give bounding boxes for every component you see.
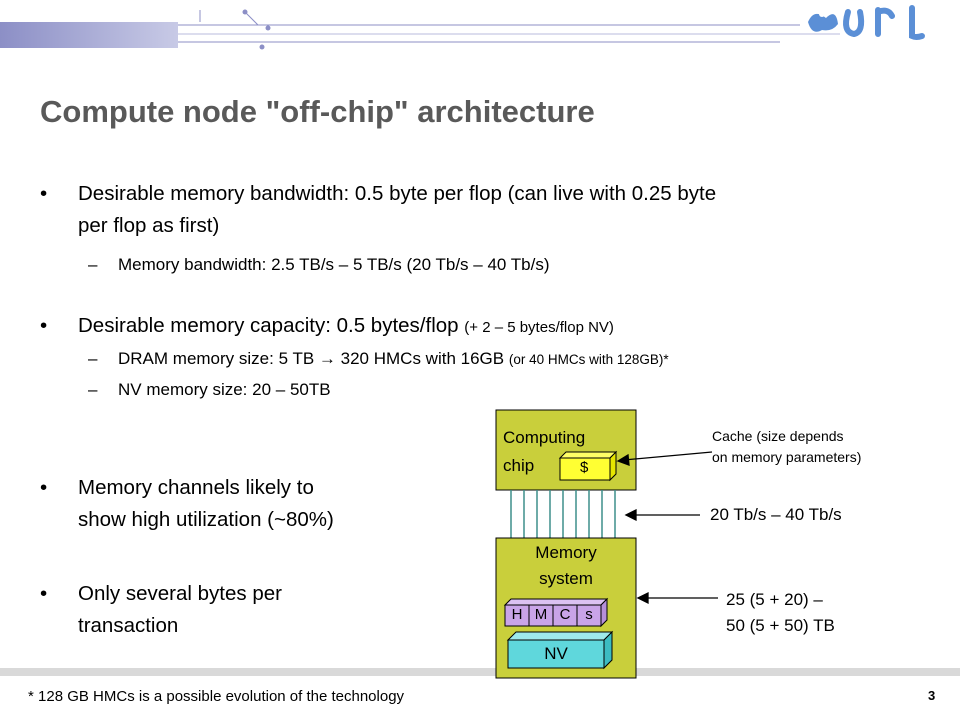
- sub-bullet-text: DRAM memory size: 5 TB: [118, 349, 315, 368]
- bullet-bandwidth: • Desirable memory bandwidth: 0.5 byte p…: [40, 178, 920, 242]
- bullet-text: Only several bytes per: [78, 582, 282, 605]
- hmc-letter: C: [559, 606, 571, 623]
- memory-channels: [510, 490, 616, 538]
- capacity-note-line2: 50 (5 + 50) TB: [726, 616, 835, 635]
- bullet-utilization: • Memory channels likely to show high ut…: [40, 472, 460, 536]
- bullet-text-cont: per flop as first): [78, 214, 220, 237]
- bullet-text-cont: show high utilization (~80%): [78, 508, 334, 531]
- nv-label: NV: [544, 644, 568, 663]
- bullet-capacity: • Desirable memory capacity: 0.5 bytes/f…: [40, 310, 920, 344]
- footnote: * 128 GB HMCs is a possible evolution of…: [28, 688, 405, 705]
- hmc-blocks: [503, 597, 609, 628]
- cache-block: [558, 450, 618, 482]
- bullet-dot: •: [40, 476, 48, 499]
- sub-bullet-text-small: (or 40 HMCs with 128GB)*: [508, 352, 669, 367]
- bullet-text-cont: transaction: [78, 614, 179, 637]
- bandwidth-note: 20 Tb/s – 40 Tb/s: [710, 505, 842, 524]
- hmc-letter: M: [534, 606, 548, 623]
- arrow-icon: →: [318, 349, 336, 368]
- bullet-transaction: • Only several bytes per transaction: [40, 578, 460, 642]
- hmc-letter: s: [585, 606, 593, 623]
- computing-chip-label-line2: chip: [503, 456, 535, 475]
- lrl-logo: [808, 5, 925, 40]
- computing-chip-label-line1: Computing: [503, 428, 586, 447]
- sub-bullet-dram: – DRAM memory size: 5 TB → 320 HMCs with…: [40, 344, 920, 375]
- bullet-dash: –: [88, 255, 98, 274]
- slide-title: Compute node "off-chip" architecture: [40, 94, 595, 129]
- cache-note-line2: on memory parameters): [712, 449, 862, 465]
- bullet-dot: •: [40, 314, 48, 337]
- capacity-note: 25 (5 + 20) – 50 (5 + 50) TB: [726, 587, 835, 639]
- hmc-letter: H: [511, 606, 523, 623]
- cache-note-line1: Cache (size depends: [712, 428, 844, 444]
- bullet-dot: •: [40, 182, 48, 205]
- memory-system-label-line2: system: [539, 569, 593, 588]
- bullet-text-small: (+ 2 – 5 bytes/flop NV): [464, 319, 614, 336]
- sub-bullet-text: Memory bandwidth: 2.5 TB/s – 5 TB/s (20 …: [118, 255, 550, 274]
- memory-system-label: Memory system: [496, 540, 636, 592]
- bullet-text: Desirable memory capacity: 0.5 bytes/flo…: [78, 314, 459, 337]
- cache-note: Cache (size depends on memory parameters…: [712, 426, 861, 468]
- cache-symbol: $: [580, 459, 589, 476]
- sub-bullet-nv: – NV memory size: 20 – 50TB: [40, 375, 920, 405]
- bullet-text: Memory channels likely to: [78, 476, 314, 499]
- capacity-note-line1: 25 (5 + 20) –: [726, 590, 823, 609]
- annotation-arrows: [616, 451, 718, 605]
- sub-bullet-bandwidth: – Memory bandwidth: 2.5 TB/s – 5 TB/s (2…: [40, 250, 920, 280]
- bullet-dash: –: [88, 349, 98, 368]
- sub-bullet-text: NV memory size: 20 – 50TB: [118, 380, 331, 399]
- bullet-dash: –: [88, 380, 98, 399]
- bullet-text: Desirable memory bandwidth: 0.5 byte per…: [78, 182, 717, 205]
- header-banner: [0, 9, 840, 50]
- memory-system-label-line1: Memory: [535, 543, 597, 562]
- page-number: 3: [928, 688, 936, 703]
- sub-bullet-text-rest: 320 HMCs with 16GB: [340, 349, 505, 368]
- bullet-dot: •: [40, 582, 48, 605]
- nv-block: [506, 630, 614, 670]
- computing-chip-label: Computing chip: [503, 424, 585, 480]
- footer-bar: [0, 668, 960, 676]
- bullet-list: • Desirable memory bandwidth: 0.5 byte p…: [40, 178, 920, 405]
